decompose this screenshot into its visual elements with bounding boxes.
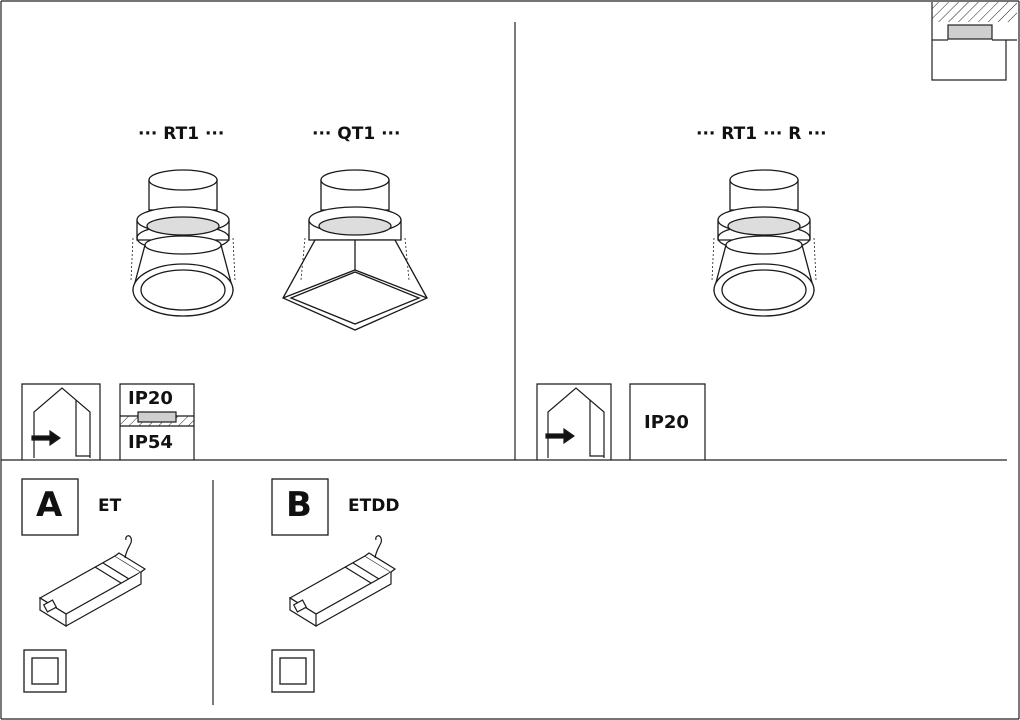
- indoor-house-icon: [21, 383, 101, 460]
- ceiling-recess-icon: [931, 2, 1017, 81]
- driver-b-label: ETDD: [348, 496, 400, 516]
- indoor-house-icon: [536, 383, 612, 460]
- product-rt1r-label: ··· RT1 ··· R ···: [696, 124, 827, 144]
- driver-a-letter: A: [36, 485, 63, 525]
- class-ii-double-insulation-icon: [23, 649, 67, 693]
- ip-rating-right: IP20: [644, 412, 689, 433]
- ip-seal-icon: [119, 383, 195, 460]
- product-qt1-label: ··· QT1 ···: [312, 124, 401, 144]
- driver-b-letter: B: [286, 485, 312, 525]
- driver-module-icon: [38, 535, 147, 628]
- class-ii-double-insulation-icon: [271, 649, 315, 693]
- downlight-square-icon: [282, 169, 428, 331]
- driver-b-letter-box: [271, 478, 329, 536]
- downlight-round-icon: [130, 169, 236, 317]
- ip-rating-bottom: IP54: [128, 432, 173, 453]
- driver-a-label: ET: [98, 496, 122, 516]
- product-rt1-label: ··· RT1 ···: [138, 124, 225, 144]
- driver-module-icon: [288, 535, 397, 628]
- ip-rating-top: IP20: [128, 388, 173, 409]
- ip-seal-icon: [629, 383, 706, 460]
- downlight-round-icon: [711, 169, 817, 317]
- driver-a-letter-box: [21, 478, 79, 536]
